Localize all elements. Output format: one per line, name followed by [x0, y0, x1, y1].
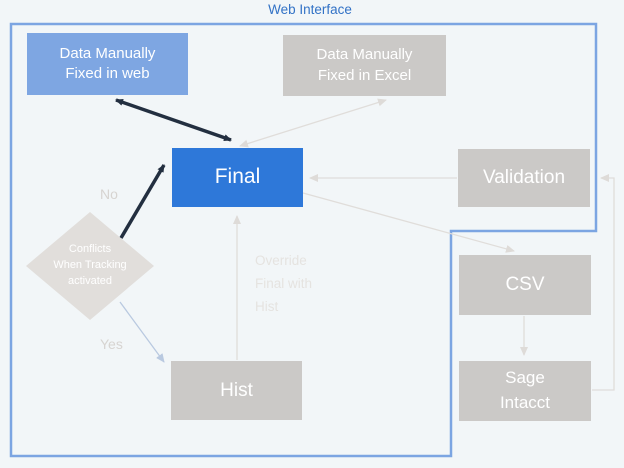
conflicts-diamond-shape[interactable]: [26, 212, 154, 320]
node-conflicts-diamond-label: Conflicts When Tracking activated: [28, 239, 152, 293]
node-label: Intacct: [499, 393, 551, 412]
edge-webfix-final-dark: [115, 98, 232, 142]
node-data-fixed-in-excel[interactable]: Data Manually Fixed in Excel: [283, 35, 446, 96]
node-label: Fixed in Excel: [317, 66, 412, 84]
node-label: Final: [214, 165, 261, 189]
edge-final-excel: [239, 98, 387, 148]
node-label: Sage: [505, 368, 545, 388]
node-label: Hist: [220, 379, 253, 401]
edge-sage-validation: [592, 174, 615, 391]
node-sage-intacct[interactable]: Sage Intacct: [459, 361, 591, 421]
node-label: Conflicts: [68, 243, 112, 256]
edge-final-csv: [302, 192, 515, 253]
edge-conflicts-hist-yes: [119, 301, 165, 363]
edge-conflicts-final-no-dark: [119, 164, 166, 239]
node-label: When Tracking: [53, 259, 127, 272]
node-label: Data Manually: [59, 44, 156, 62]
node-final[interactable]: Final: [172, 148, 303, 207]
edge-label-override: Override Final with Hist: [255, 253, 313, 314]
node-label: activated: [67, 274, 113, 287]
node-csv[interactable]: CSV: [459, 255, 591, 315]
node-label: Validation: [482, 167, 566, 189]
node-label: Fixed in web: [65, 65, 150, 82]
node-label: Data Manually: [316, 46, 413, 64]
node-data-fixed-in-web[interactable]: Data Manually Fixed in web: [27, 33, 188, 95]
node-label: CSV: [505, 274, 545, 296]
node-validation[interactable]: Validation: [458, 149, 590, 207]
web-interface-label: Web Interface: [268, 2, 352, 17]
edge-label-no: No: [100, 186, 118, 202]
node-hist[interactable]: Hist: [171, 361, 302, 420]
edge-label-yes: Yes: [100, 336, 123, 352]
web-interface-boundary: [9, 22, 598, 458]
